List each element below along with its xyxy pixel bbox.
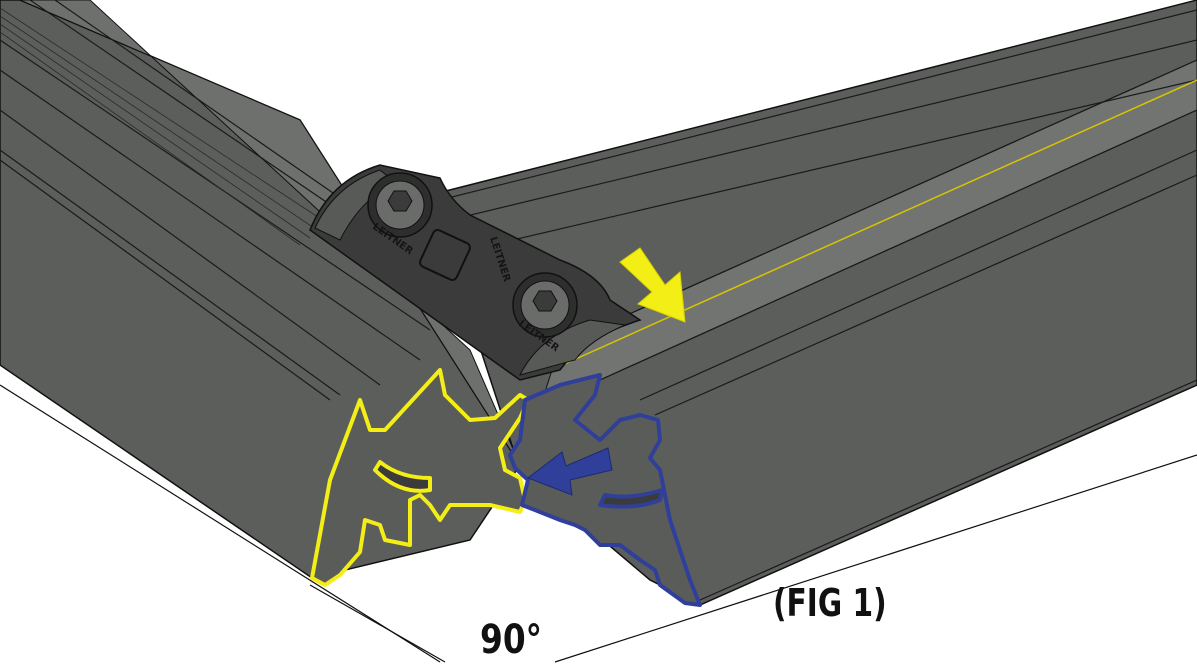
dimension-lines	[0, 384, 1197, 663]
yellow-arrow	[619, 247, 686, 323]
angle-label: 90°	[480, 617, 543, 663]
corner-connector: LEITNER LEITNER LEITNER	[309, 164, 642, 381]
figure-label: (FIG 1)	[773, 581, 887, 625]
screw-head-upper	[367, 172, 433, 238]
screw-head-lower	[512, 272, 578, 338]
yellow-seam-line	[539, 79, 1197, 376]
blue-profile-section	[508, 373, 702, 607]
blue-arrow	[526, 447, 613, 496]
